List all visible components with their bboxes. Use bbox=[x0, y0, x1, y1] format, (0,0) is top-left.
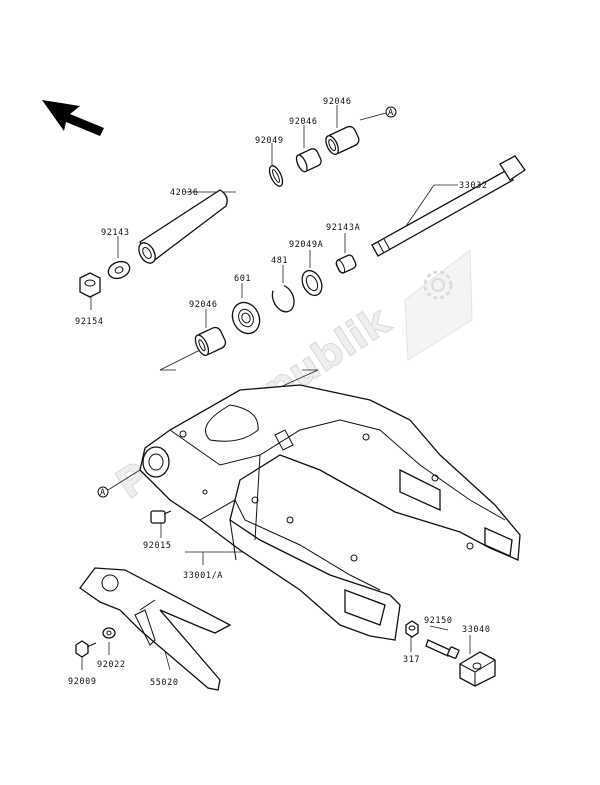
svg-text:A: A bbox=[388, 108, 394, 118]
reference-marker-a-top: A bbox=[385, 106, 397, 118]
callout-92154: 92154 bbox=[75, 317, 104, 327]
part-92009-screw bbox=[75, 640, 97, 658]
part-92143a-spacer bbox=[335, 254, 357, 274]
callout-92150: 92150 bbox=[424, 616, 453, 626]
callout-33040: 33040 bbox=[462, 625, 491, 635]
part-92143-collar bbox=[107, 260, 131, 280]
callout-92046-lower: 92046 bbox=[189, 300, 218, 310]
part-92022-washer bbox=[102, 627, 116, 639]
callout-92046-top: 92046 bbox=[323, 97, 352, 107]
callout-92046-second: 92046 bbox=[289, 117, 318, 127]
part-92049a-seal bbox=[301, 269, 323, 297]
callout-317: 317 bbox=[403, 655, 420, 665]
part-number-callouts: 92046 92046 92049 42036 33032 92143 9215… bbox=[68, 97, 491, 688]
part-33032-pivot-shaft bbox=[371, 155, 526, 257]
part-92154-nut bbox=[79, 272, 101, 298]
front-arrow-icon bbox=[42, 100, 104, 136]
part-92150-adjuster-bolt bbox=[425, 639, 460, 659]
watermark-flag-shape bbox=[404, 249, 473, 361]
callout-92022: 92022 bbox=[97, 660, 126, 670]
part-92046-bearing-top bbox=[325, 125, 360, 156]
part-33040-block bbox=[459, 651, 496, 687]
part-92046-bearing-second bbox=[295, 148, 322, 173]
callout-92143a: 92143A bbox=[326, 223, 360, 233]
part-317-nut bbox=[405, 620, 419, 638]
callout-55020: 55020 bbox=[150, 678, 179, 688]
part-601-ball-bearing bbox=[231, 301, 261, 335]
part-92049-seal bbox=[268, 165, 284, 187]
part-92046-bearing-lower bbox=[194, 326, 227, 357]
callout-481: 481 bbox=[271, 256, 288, 266]
gear-logo-icon bbox=[423, 270, 453, 300]
svg-text:A: A bbox=[100, 488, 106, 498]
callout-92143: 92143 bbox=[101, 228, 130, 238]
part-42036-sleeve bbox=[138, 189, 228, 264]
part-55020-chain-guard bbox=[79, 567, 232, 691]
callout-33032: 33032 bbox=[459, 181, 488, 191]
callout-92049a: 92049A bbox=[289, 240, 323, 250]
reference-marker-a-bottom: A bbox=[97, 486, 109, 498]
parts: A A bbox=[75, 106, 526, 691]
callout-92049: 92049 bbox=[255, 136, 284, 146]
callout-92015: 92015 bbox=[143, 541, 172, 551]
part-33001-swingarm bbox=[139, 384, 521, 641]
callout-33001: 33001/A bbox=[183, 571, 223, 581]
callout-42036: 42036 bbox=[170, 188, 199, 198]
callout-92009: 92009 bbox=[68, 677, 97, 687]
part-92015-bolt bbox=[150, 510, 172, 524]
callout-601: 601 bbox=[234, 274, 251, 284]
part-481-circlip bbox=[271, 285, 295, 313]
